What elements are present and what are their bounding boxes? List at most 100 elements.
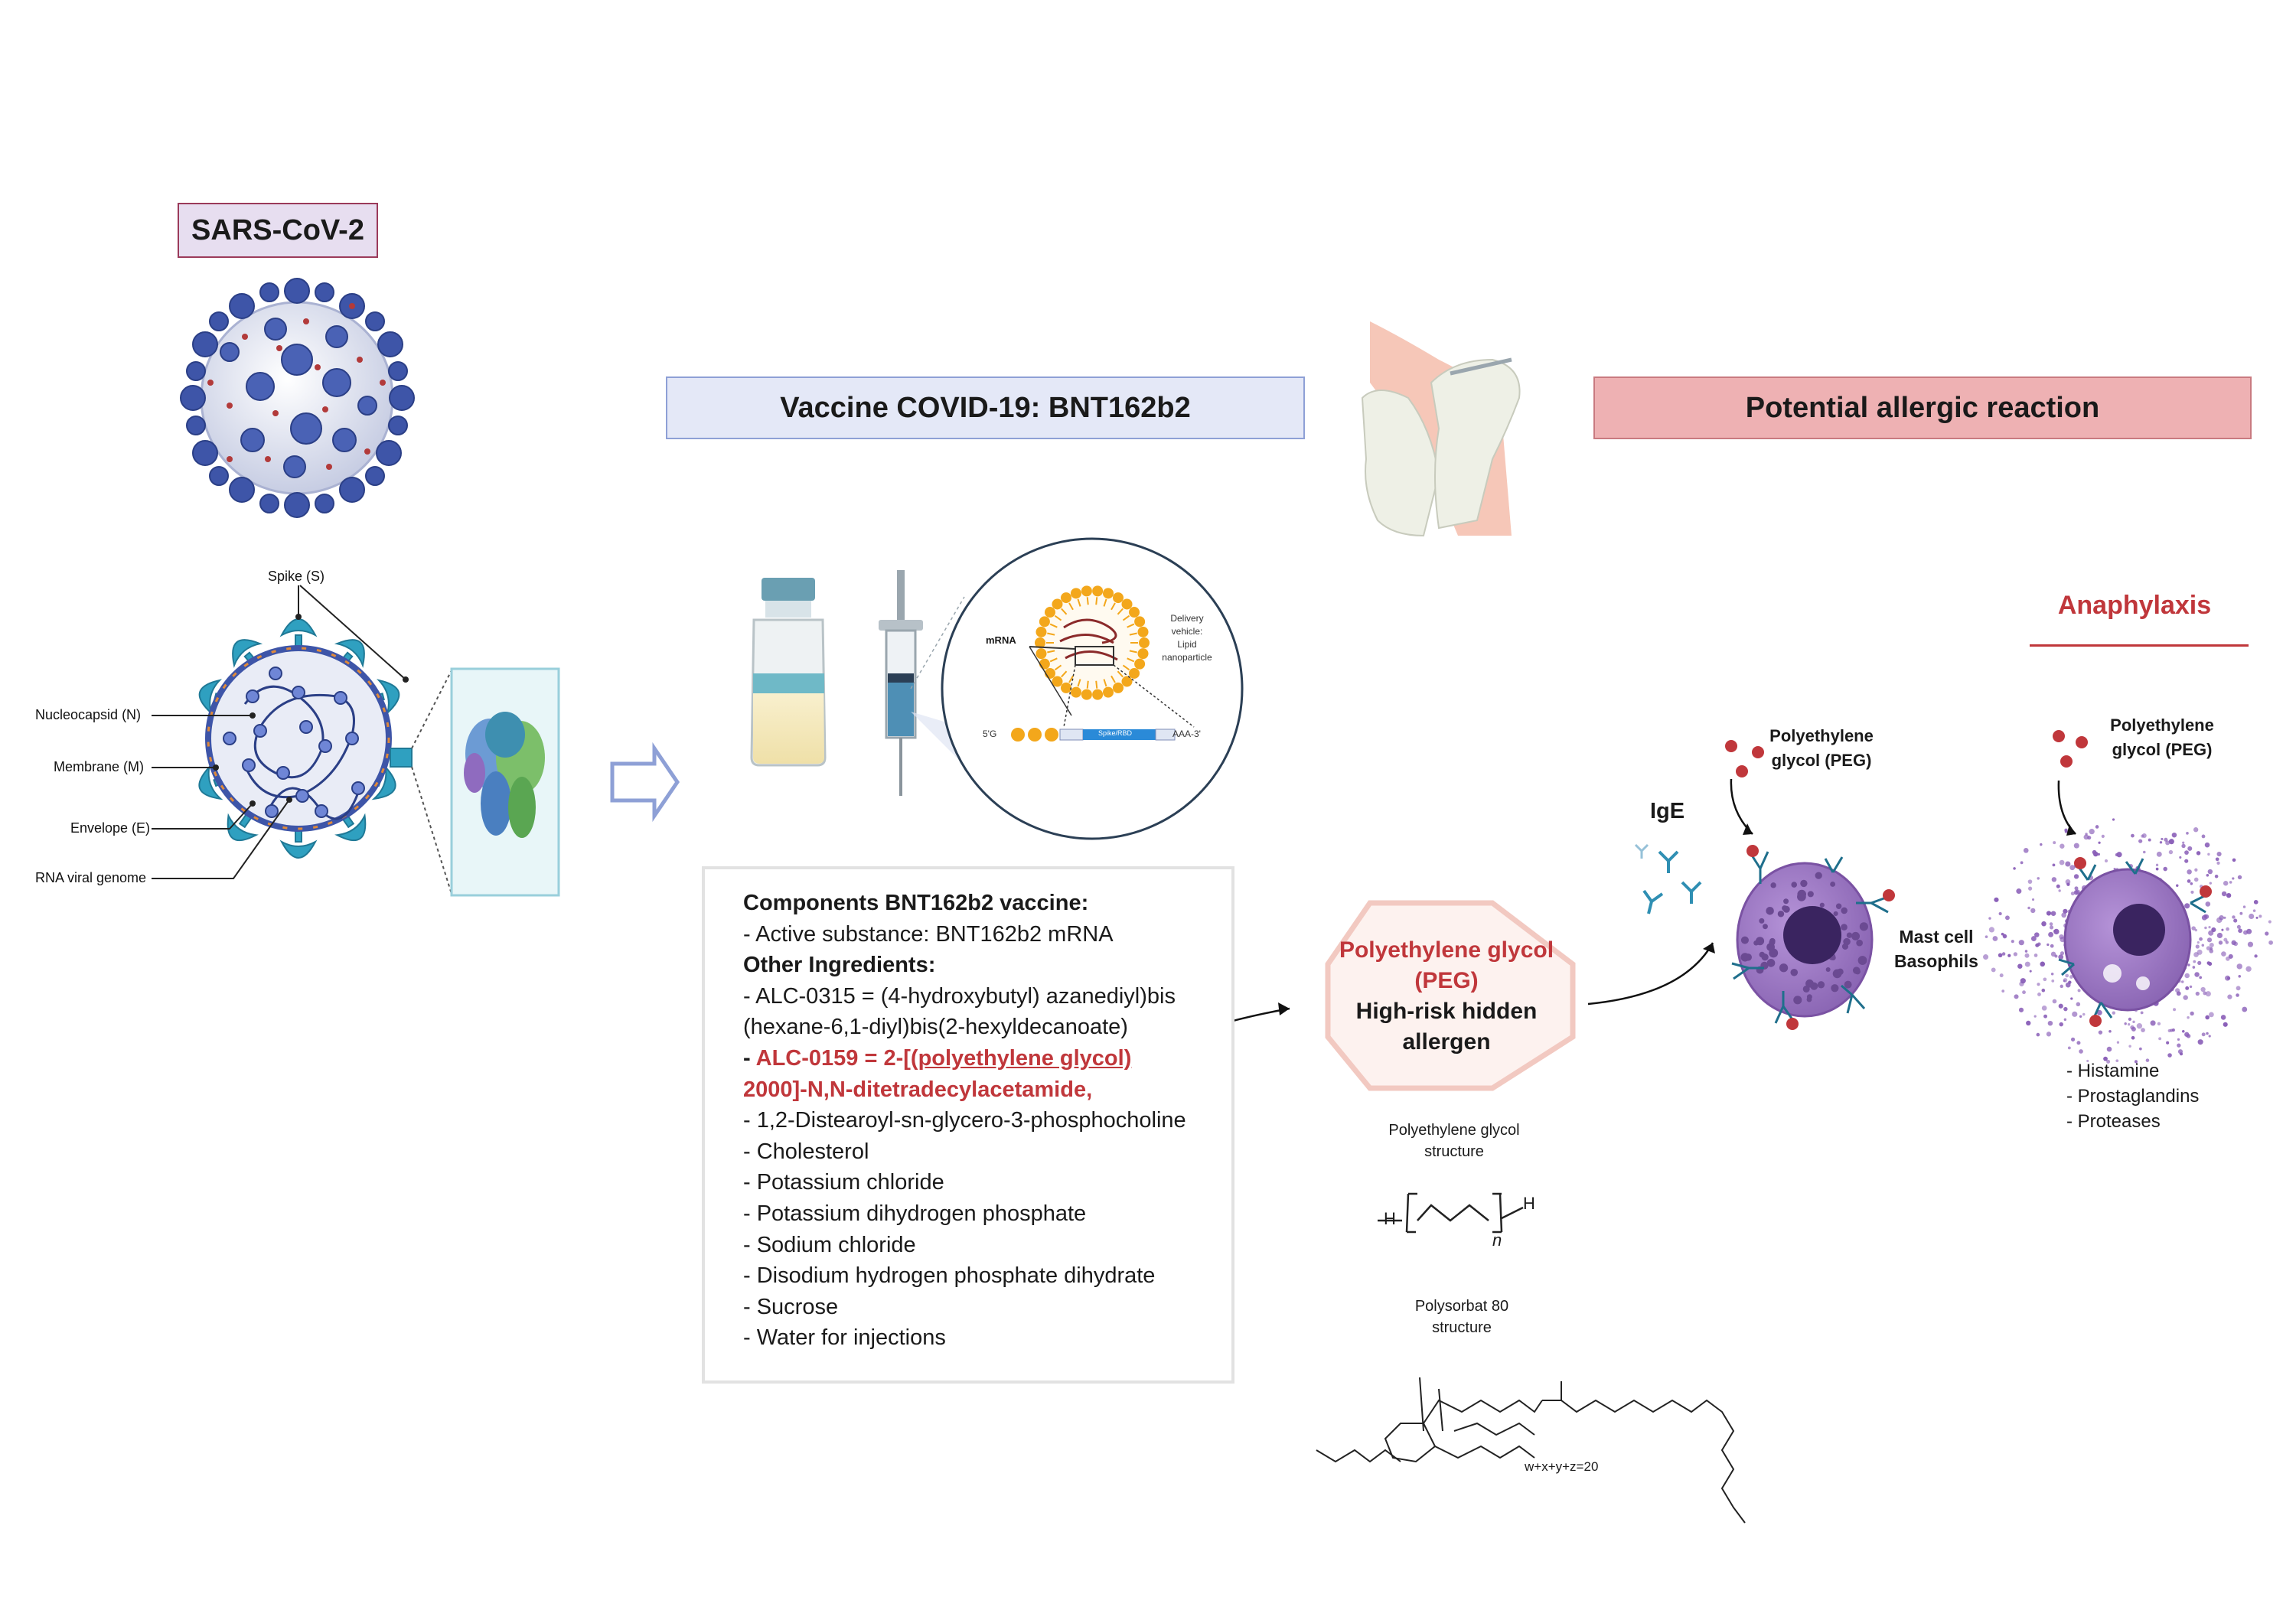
released-granule [2077,989,2081,993]
ingredient-item: - Disodium hydrogen phosphate dihydrate [743,1263,1156,1289]
released-granule [2134,1060,2138,1064]
ingredient-item: - Potassium dihydrogen phosphate [743,1201,1087,1226]
lipid-head [1113,592,1124,604]
granule [1843,937,1851,946]
released-granule [2069,865,2076,871]
ingredient-item: - Sucrose [743,1294,839,1319]
released-granule [2258,914,2262,918]
arrow-peg-to-cell [1587,942,1714,1006]
released-granule [2159,841,2163,844]
released-granule [2141,1028,2145,1032]
released-granule [2065,982,2071,988]
released-granule [2106,1046,2112,1052]
released-granule [2034,932,2040,937]
released-granule [2030,908,2036,914]
released-granule [2180,980,2184,983]
granule [1841,907,1848,914]
granule [1800,879,1808,888]
released-granule [2075,889,2080,895]
released-granule [2187,879,2191,883]
released-granule [1992,936,1998,941]
released-granule [2161,837,2164,841]
ingredient-alc0315-line1: - ALC-0315 = (4-hydroxybutyl) azanediyl)… [743,983,1176,1009]
released-granule [2205,991,2211,997]
mediator-item: - Proteases [2066,1111,2161,1132]
released-granule [2051,979,2055,983]
released-granule [2181,843,2186,849]
released-granule [2236,986,2241,991]
released-granule [2059,859,2065,865]
lipid-head [1035,626,1047,637]
released-granule [2116,852,2122,858]
released-granule [2216,861,2220,865]
released-granule [2049,925,2054,930]
released-granule [2209,949,2213,953]
released-granule [2128,1017,2132,1022]
released-granule [1988,927,1995,933]
granule [1793,996,1802,1005]
released-granule [2166,1041,2170,1045]
ingredient-item: - Cholesterol [743,1139,869,1164]
released-granule [2007,953,2011,957]
granule [1806,996,1812,1002]
lipid-head [1039,616,1050,627]
granule [1763,924,1768,930]
released-granule [2047,943,2050,947]
granule [1770,882,1776,888]
released-granule [2225,957,2230,961]
released-granule [2229,881,2232,884]
label-membrane: Membrane (M) [54,759,145,774]
granule [1759,918,1765,924]
granule [1740,953,1750,962]
released-granule [2190,890,2194,894]
label-envelope: Envelope (E) [70,820,151,836]
released-granule [1988,917,1991,920]
active-substance: - Active substance: BNT162b2 mRNA [743,921,1114,947]
released-granule [1983,954,1989,960]
released-granule [1991,967,1996,973]
lipid-head [1061,592,1071,604]
lipid-head [1070,588,1081,599]
released-granule [2254,954,2258,958]
released-granule [2041,988,2046,993]
released-granule [2051,877,2057,882]
hollow-arrow-icon [610,742,680,823]
released-granule [2177,1049,2183,1054]
released-granule [2232,858,2236,862]
released-granule [2206,1032,2209,1035]
granule [1790,968,1799,976]
released-granule [1994,897,1999,902]
released-granule [2206,946,2211,951]
released-granule [2022,990,2026,995]
released-granule [2098,1030,2103,1035]
granule [1844,980,1852,989]
released-granule [2253,900,2258,905]
released-granule [2060,984,2063,989]
released-granule [2225,940,2229,944]
released-granule [2033,953,2038,957]
released-granule [2208,930,2214,936]
syringe [879,570,923,796]
lipid-head [1121,598,1133,610]
released-granule [2176,884,2179,888]
released-granule [2183,995,2188,1000]
released-granule [2076,1041,2081,1045]
granule [1756,937,1765,946]
released-granule [2082,1012,2086,1016]
released-granule [2070,1037,2076,1041]
label-spike: Spike (S) [268,569,325,584]
other-ingredients-heading: Other Ingredients: [743,953,936,978]
released-granule [2026,1020,2031,1026]
peg-abbrev: (PEG) [1414,968,1479,993]
granule [1841,924,1848,931]
released-granule [2073,843,2079,849]
lipid-head [1113,682,1124,693]
label-nucleocapsid: Nucleocapsid (N) [35,707,142,722]
released-granule [2175,988,2180,993]
released-granule [2043,1014,2048,1019]
released-granule [2093,851,2099,857]
released-granule [2070,892,2075,896]
released-granule [2046,1032,2052,1037]
